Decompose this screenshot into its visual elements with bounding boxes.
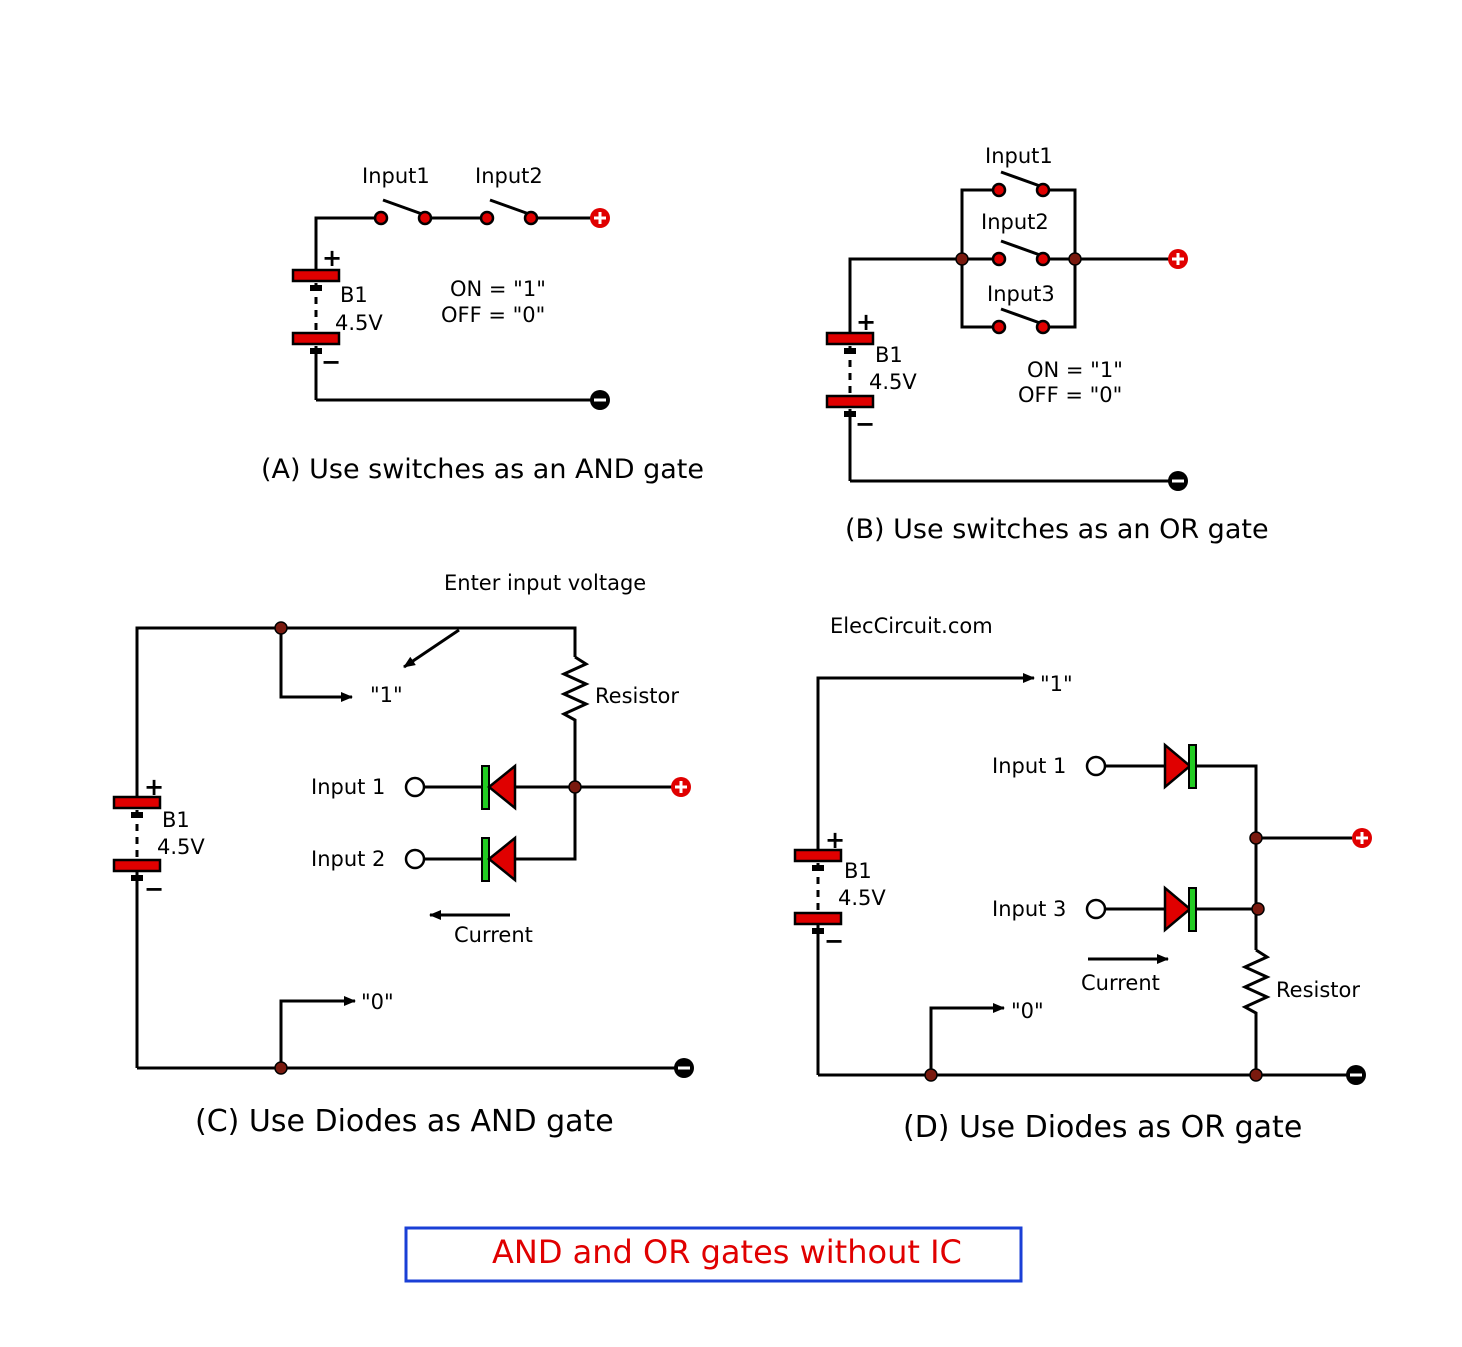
panel-b-switch-contacts [955, 182, 1082, 335]
panel-d-current-label: Current [1081, 971, 1160, 995]
panel-c-positive-terminal-icon [671, 777, 691, 797]
panel-a-wires [314, 198, 592, 402]
panel-c-input2-label: Input 2 [311, 847, 385, 871]
panel-d-resistor-label: Resistor [1276, 978, 1360, 1002]
panel-a-switch-contacts [373, 210, 539, 226]
panel-a-input1-label: Input1 [362, 164, 430, 188]
panel-c-current-label: Current [454, 923, 533, 947]
panel-a-positive-terminal-icon [590, 208, 610, 228]
panel-d-negative-terminal-icon [1346, 1065, 1366, 1085]
panel-a-off-text: OFF = "0" [441, 303, 545, 327]
title-banner: AND and OR gates without IC [404, 1226, 1023, 1283]
panel-c-negative-terminal-icon [674, 1058, 694, 1078]
panel-d-battery-name: B1 [844, 859, 872, 883]
panel-d-one-label: "1" [1040, 672, 1073, 696]
panel-d-wires [816, 673, 1352, 1077]
panel-c-and-diodes: + − B1 4.5V Enter input voltage "1" "0" … [112, 571, 694, 1139]
panel-d-or-diodes: ElecCircuit.com [793, 614, 1372, 1145]
panel-c-minus: − [144, 875, 164, 903]
panel-c-input1-label: Input 1 [311, 775, 385, 799]
panel-d-input3-terminal [1085, 898, 1107, 920]
panel-b-negative-terminal-icon [1168, 471, 1188, 491]
panel-a-plus: + [322, 244, 342, 272]
panel-a-and-switches: + − B1 4.5V Input1 Input2 ON = "1" OFF =… [261, 164, 704, 485]
panel-a-on-text: ON = "1" [450, 277, 546, 301]
panel-c-enter-input-label: Enter input voltage [444, 571, 646, 595]
panel-b-plus: + [856, 308, 876, 336]
panel-c-resistor-label: Resistor [595, 684, 679, 708]
panel-a-negative-terminal-icon [590, 390, 610, 410]
panel-a-battery-voltage: 4.5V [335, 311, 383, 335]
panel-b-battery-voltage: 4.5V [869, 370, 917, 394]
panel-c-input2-terminal [404, 848, 426, 870]
panel-d-battery-voltage: 4.5V [838, 886, 886, 910]
panel-a-caption: (A) Use switches as an AND gate [261, 454, 704, 485]
panel-c-wires [135, 626, 675, 1070]
title-text: AND and OR gates without IC [492, 1233, 962, 1271]
panel-d-positive-terminal-icon [1352, 828, 1372, 848]
panel-d-input3-label: Input 3 [992, 897, 1066, 921]
brand-watermark: ElecCircuit.com [830, 614, 993, 638]
panel-a-minus: − [321, 348, 341, 376]
panel-b-wires [848, 170, 1170, 483]
panel-d-battery [793, 848, 843, 934]
panel-b-battery-name: B1 [875, 343, 903, 367]
panel-a-battery [291, 268, 341, 354]
panel-c-one-label: "1" [370, 683, 403, 707]
panel-c-input1-terminal [404, 776, 426, 798]
panel-d-minus: − [824, 927, 844, 955]
panel-b-input2-label: Input2 [981, 210, 1049, 234]
panel-b-or-switches: + − B1 4.5V Input1 Input2 Input3 ON = "1… [825, 144, 1269, 545]
panel-c-battery-voltage: 4.5V [157, 835, 205, 859]
panel-a-battery-name: B1 [340, 283, 368, 307]
panel-b-input1-label: Input1 [985, 144, 1053, 168]
panel-b-input3-label: Input3 [987, 282, 1055, 306]
panel-d-input1-label: Input 1 [992, 754, 1066, 778]
panel-d-diode-1 [1163, 742, 1197, 790]
panel-c-diode-1 [481, 763, 517, 811]
panel-b-caption: (B) Use switches as an OR gate [845, 514, 1269, 545]
panel-a-input2-label: Input2 [475, 164, 543, 188]
panel-c-zero-label: "0" [361, 990, 394, 1014]
panel-c-diode-2 [481, 835, 517, 883]
panel-d-diode-3 [1163, 885, 1197, 933]
panel-d-plus: + [825, 826, 845, 854]
panel-b-off-text: OFF = "0" [1018, 383, 1122, 407]
panel-c-nodes [274, 621, 582, 1075]
panel-b-minus: − [855, 410, 875, 438]
panel-b-positive-terminal-icon [1168, 249, 1188, 269]
panel-c-battery-name: B1 [162, 808, 190, 832]
panel-c-battery [112, 795, 162, 881]
panel-b-on-text: ON = "1" [1027, 358, 1123, 382]
panel-c-caption: (C) Use Diodes as AND gate [195, 1104, 614, 1139]
panel-d-nodes [924, 831, 1265, 1082]
panel-d-input1-terminal [1085, 755, 1107, 777]
panel-d-caption: (D) Use Diodes as OR gate [903, 1110, 1302, 1145]
panel-d-zero-label: "0" [1011, 999, 1044, 1023]
panel-b-battery [825, 331, 875, 417]
panel-c-plus: + [144, 773, 164, 801]
